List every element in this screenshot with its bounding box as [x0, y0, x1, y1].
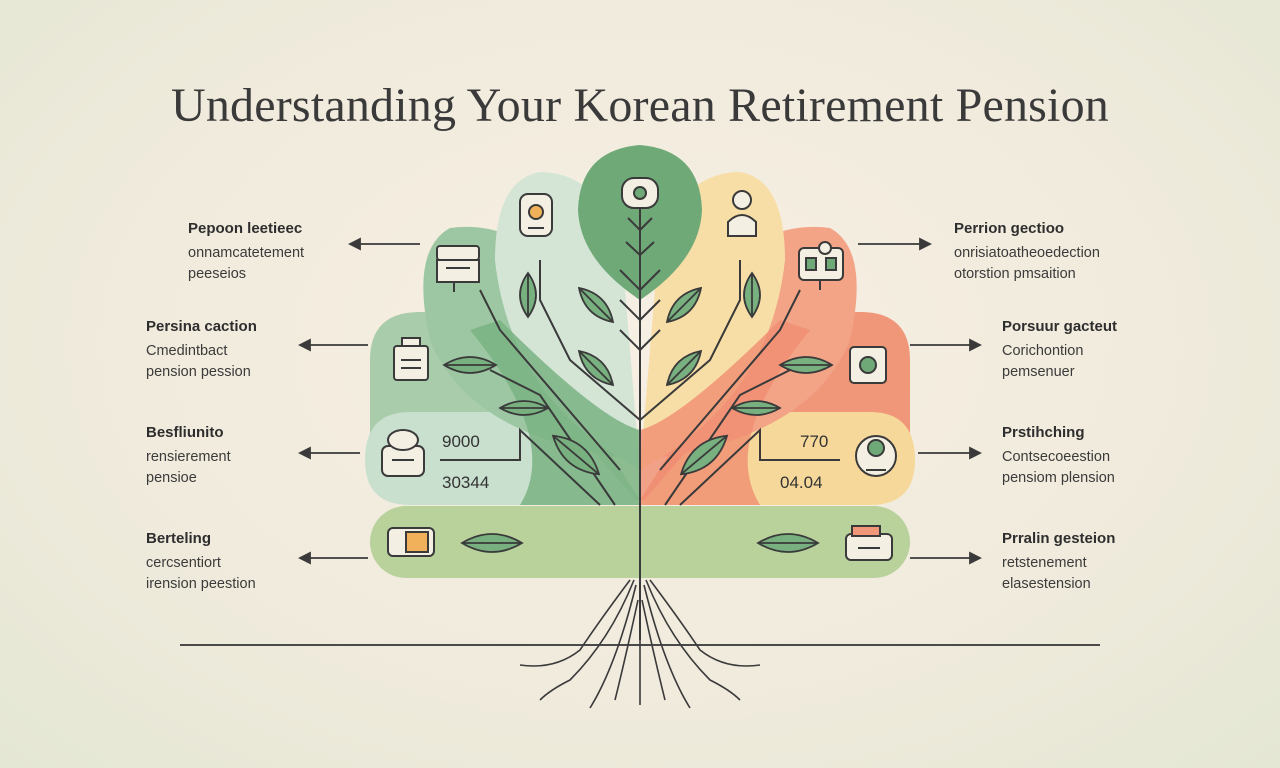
arrow-right-icon	[970, 448, 980, 458]
left-label-2-title: Persina caction	[146, 318, 346, 335]
number-left-top: 9000	[442, 432, 480, 451]
right-label-3-line1: Contsecoeestion	[1002, 447, 1202, 468]
right-label-4-line2: elasestension	[1002, 574, 1202, 595]
left-label-2-line2: pension pession	[146, 362, 346, 383]
number-right-top: 770	[800, 432, 828, 451]
left-label-3: Besfliunito rensierement pensioe	[146, 424, 346, 489]
bowl-icon	[382, 430, 424, 476]
right-label-1-title: Perrion gectioo	[954, 220, 1154, 237]
left-label-4-line2: irension peestion	[146, 574, 346, 595]
left-label-3-line1: rensierement	[146, 447, 346, 468]
arrow-right-icon	[970, 340, 980, 350]
left-label-2: Persina caction Cmedintbact pension pess…	[146, 318, 346, 383]
right-label-4: Prralin gesteion retstenement elasestens…	[1002, 530, 1202, 595]
number-left-bottom: 30344	[442, 473, 489, 492]
right-label-2-title: Porsuur gacteut	[1002, 318, 1202, 335]
number-right-bottom: 04.04	[780, 473, 823, 492]
piggy-bank-icon	[856, 436, 896, 476]
right-label-2-line1: Corichontion	[1002, 341, 1202, 362]
wallet-icon	[388, 528, 434, 556]
right-label-1: Perrion gectioo onrisiatoatheoedection o…	[954, 220, 1154, 285]
right-label-2: Porsuur gacteut Corichontion pemsenuer	[1002, 318, 1202, 383]
right-label-4-line1: retstenement	[1002, 553, 1202, 574]
safe-icon	[850, 347, 886, 383]
left-label-2-line1: Cmedintbact	[146, 341, 346, 362]
right-label-3: Prstihching Contsecoeestion pensiom plen…	[1002, 424, 1202, 489]
left-label-1-line2: peeseios	[188, 264, 388, 285]
arrow-right-icon	[970, 553, 980, 563]
flower-icon	[622, 178, 658, 208]
left-label-4-title: Berteling	[146, 530, 346, 547]
right-label-1-line1: onrisiatoatheoedection	[954, 243, 1154, 264]
left-label-1: Pepoon leetieec onnamcatetement peeseios	[188, 220, 388, 285]
left-label-1-title: Pepoon leetieec	[188, 220, 388, 237]
right-label-3-title: Prstihching	[1002, 424, 1202, 441]
left-label-4-line1: cercsentiort	[146, 553, 346, 574]
coin-badge-icon	[520, 194, 552, 236]
right-label-1-line2: otorstion pmsaition	[954, 264, 1154, 285]
left-label-1-line1: onnamcatetement	[188, 243, 388, 264]
arrow-right-icon	[920, 239, 930, 249]
right-label-2-line2: pemsenuer	[1002, 362, 1202, 383]
left-label-3-title: Besfliunito	[146, 424, 346, 441]
right-label-3-line2: pensiom plension	[1002, 468, 1202, 489]
left-label-3-line2: pensioe	[146, 468, 346, 489]
left-label-4: Berteling cercsentiort irension peestion	[146, 530, 346, 595]
right-label-4-title: Prralin gesteion	[1002, 530, 1202, 547]
